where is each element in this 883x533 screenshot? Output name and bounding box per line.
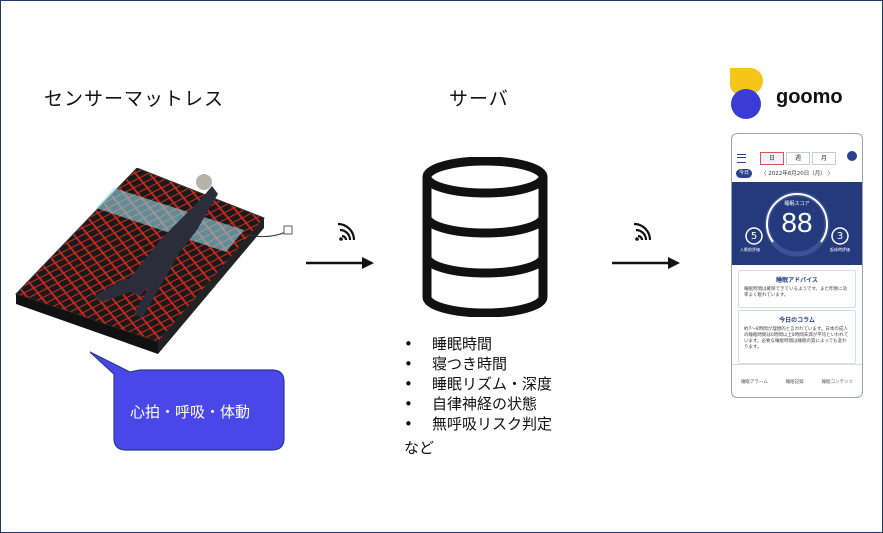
tab-week[interactable]: 週 [786, 152, 810, 165]
list-item: 睡眠時間 [400, 334, 552, 354]
wake-value: 3 [836, 231, 844, 242]
wake-label: 起床時評価 [830, 247, 850, 252]
advice-body: 睡眠時間は確保できているようです。また昨晩に効率よく眠れています。 [744, 287, 848, 298]
list-item: 寝つき時間 [400, 354, 552, 374]
period-tabs: 日 週 月 [760, 152, 836, 165]
mattress-to-server-arrow [306, 222, 374, 269]
advice-card[interactable]: 睡眠アドバイス 睡眠時間は確保できているようです。また昨晩に効率よく眠れています… [738, 270, 856, 308]
wifi-icon [633, 222, 652, 241]
wifi-icon [337, 222, 356, 241]
vital-signs-callout [89, 351, 285, 451]
nav-record[interactable]: 睡眠記録 [785, 380, 804, 385]
score-gauge [745, 191, 849, 257]
column-body: 約7〜8時間が理想的と言われています。日本の成人の睡眠時間は6時間以上8時間未満… [744, 327, 849, 350]
date-bar: 今日 〈 2022年6月20日（月） 〉 [736, 169, 858, 179]
date-label: 〈 2022年6月20日（月） 〉 [761, 171, 833, 177]
list-item: 無呼吸リスク判定 [400, 414, 552, 434]
server-label: サーバ [449, 88, 509, 110]
score-value: 88 [781, 207, 813, 238]
score-panel: 睡眠スコア 88 5 入眠前評価 3 起床時評価 [732, 182, 862, 265]
goomo-logo-icon [729, 68, 763, 119]
sleep-onset-value: 5 [750, 231, 758, 242]
tab-day[interactable]: 日 [760, 152, 784, 165]
app-screenshot: 日 週 月 今日 〈 2022年6月20日（月） 〉 睡眠スコア 88 5 入眠… [731, 133, 863, 398]
sensor-mattress-illustration [15, 168, 293, 354]
callout-text: 心拍・呼吸・体動 [130, 403, 251, 421]
tab-month[interactable]: 月 [812, 152, 836, 165]
app-name: goomo [776, 86, 843, 108]
server-to-app-arrow [612, 222, 680, 269]
bottom-nav: 睡眠アラーム 睡眠記録 睡眠コンテンツ [732, 364, 862, 385]
list-item: 自律神経の状態 [400, 394, 552, 414]
database-icon [422, 157, 548, 317]
menu-icon[interactable] [737, 154, 746, 163]
server-metrics-list: 睡眠時間 寝つき時間 睡眠リズム・深度 自律神経の状態 無呼吸リスク判定 [400, 334, 552, 434]
nav-alarm[interactable]: 睡眠アラーム [740, 380, 768, 385]
sleep-onset-label: 入眠前評価 [740, 247, 760, 252]
today-button[interactable]: 今日 [736, 169, 752, 178]
column-card[interactable]: 今日のコラム 約7〜8時間が理想的と言われています。日本の成人の睡眠時間は6時間… [738, 310, 856, 364]
list-item: 睡眠リズム・深度 [400, 374, 552, 394]
nav-content[interactable]: 睡眠コンテンツ [821, 380, 854, 385]
advice-title: 睡眠アドバイス [776, 277, 818, 284]
home-icon[interactable] [847, 151, 857, 161]
mattress-label: センサーマットレス [44, 88, 225, 110]
column-title: 今日のコラム [779, 317, 815, 324]
list-more: など [404, 439, 435, 457]
score-label: 睡眠スコア [784, 201, 810, 207]
